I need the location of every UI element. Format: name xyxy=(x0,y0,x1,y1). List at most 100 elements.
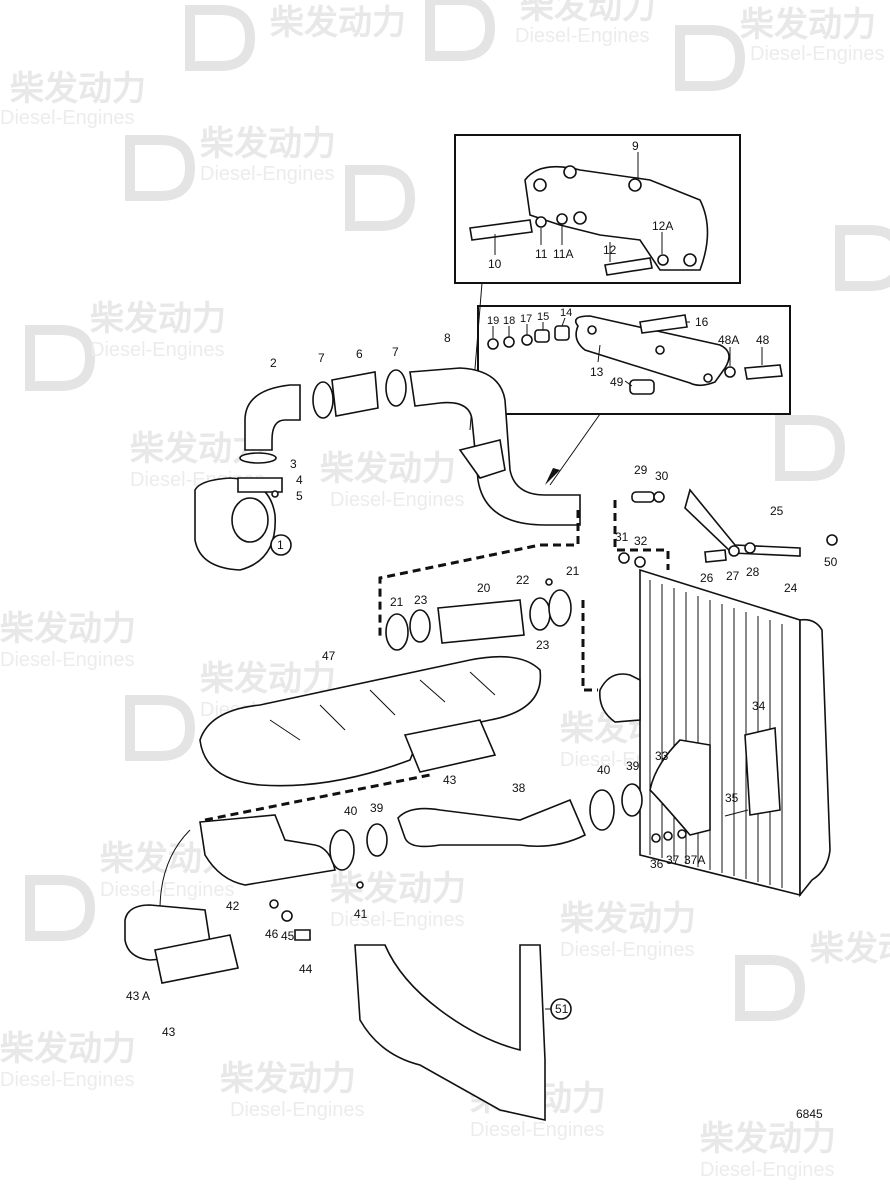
callout-49: 49 xyxy=(610,375,624,389)
watermark-text-cn: 柴发动力 xyxy=(330,869,466,909)
bracket-hole xyxy=(683,253,697,267)
reference-circle-1 xyxy=(270,534,292,556)
nut-19-shape xyxy=(487,338,499,350)
strap-hole xyxy=(587,325,597,335)
callout-30: 30 xyxy=(655,469,669,483)
callout-22: 22 xyxy=(516,573,530,587)
watermark-text-en: Diesel-Engines xyxy=(230,1099,365,1121)
callout-2: 2 xyxy=(270,356,277,370)
callout-51: 51 xyxy=(555,1002,569,1016)
upper-pipe-group xyxy=(312,367,581,526)
washer-48a-shape xyxy=(724,366,736,378)
callout-28: 28 xyxy=(746,565,760,579)
callout-36: 36 xyxy=(650,857,664,871)
strap-13-shape xyxy=(574,315,730,387)
callout-11a: 11A xyxy=(553,247,573,261)
watermark-text-cn: 柴发动力 xyxy=(130,429,266,469)
watermark-logo xyxy=(675,25,746,91)
callout-40: 40 xyxy=(597,763,611,777)
callout-43: 43 xyxy=(162,1025,176,1039)
bolt-26 xyxy=(704,549,727,563)
clamp-4 xyxy=(237,477,283,493)
callout-29: 29 xyxy=(634,463,648,477)
bracket-hole xyxy=(573,211,587,225)
callout-50: 50 xyxy=(824,555,838,569)
bolt-44 xyxy=(294,929,311,941)
hose-20 xyxy=(437,599,525,644)
o-ring-7 xyxy=(385,369,407,407)
watermark-text-en: Diesel-Engines xyxy=(330,909,465,931)
callout-26: 26 xyxy=(700,571,714,585)
watermark-text-cn: 柴发动力 xyxy=(520,0,656,27)
watermark-text-en: Diesel-Engines xyxy=(700,1159,835,1181)
callout-11: 11 xyxy=(535,247,548,261)
drawing-number: 6845 xyxy=(796,1107,823,1121)
callout-48a: 48A xyxy=(718,333,739,347)
washer-37 xyxy=(663,831,673,841)
stud-35 xyxy=(724,809,749,817)
watermark-text-cn: 柴发动力 xyxy=(200,659,336,699)
callout-43: 43 xyxy=(443,773,457,787)
callout-labels: 9 10 11 11A 12 12A 19 18 17 15 14 16 13 … xyxy=(126,139,838,1121)
hose-38 xyxy=(397,798,587,848)
watermark-text-en: Diesel-Engines xyxy=(90,339,225,361)
washer-18-shape xyxy=(503,336,515,348)
fan-shroud-51 xyxy=(354,944,546,1121)
watermark-text-en: Diesel-Engines xyxy=(515,25,650,47)
o-ring-23 xyxy=(409,609,431,643)
watermark-text-en: Diesel-Engines xyxy=(200,163,335,185)
screw-22 xyxy=(545,578,553,586)
watermark-text-cn: 柴发动力 xyxy=(270,3,406,43)
manifold-47-group xyxy=(199,655,542,787)
turbo-elbow-group xyxy=(194,384,301,571)
watermark-text-en: Diesel-Engines xyxy=(750,43,885,65)
bolt-12-shape xyxy=(604,257,653,276)
callout-23: 23 xyxy=(536,638,550,652)
intake-manifold-47 xyxy=(199,655,542,787)
watermark-logo xyxy=(835,225,890,291)
leader-line xyxy=(549,413,601,486)
watermark-text-cn: 柴发动力 xyxy=(740,5,876,45)
washer-17-shape xyxy=(521,334,533,346)
callout-18: 18 xyxy=(503,315,515,327)
watermark-logo xyxy=(25,875,96,941)
intercooler-tank xyxy=(799,618,831,898)
stay-rod-25 xyxy=(684,488,801,557)
washer-27 xyxy=(728,545,740,557)
callout-38: 38 xyxy=(512,781,526,795)
washer-12a-shape xyxy=(657,254,669,266)
callout-23: 23 xyxy=(414,593,428,607)
bolt-48-shape xyxy=(744,364,783,380)
callout-35: 35 xyxy=(725,791,739,805)
callout-41: 41 xyxy=(354,907,368,921)
watermark-text-cn: 柴发动力 xyxy=(810,929,890,969)
washer-28 xyxy=(744,542,756,554)
callout-7: 7 xyxy=(318,351,325,365)
watermark-logo: 柴发动力 xyxy=(185,3,406,71)
nut-46 xyxy=(269,899,279,909)
clamp-40 xyxy=(589,789,615,831)
callout-47: 47 xyxy=(322,649,336,663)
watermark-text-en: Diesel-Engines xyxy=(0,649,135,671)
watermark-text-cn: 柴发动力 xyxy=(0,609,136,649)
clamp-21 xyxy=(548,589,572,627)
detail-box-bracket xyxy=(454,134,741,284)
callout-37a: 37A xyxy=(684,853,705,867)
bolt-16-shape xyxy=(639,314,688,334)
washer-45 xyxy=(281,910,293,922)
bracket-hole xyxy=(533,178,547,192)
dashed-connection xyxy=(581,600,598,692)
callout-20: 20 xyxy=(477,581,491,595)
nut-36 xyxy=(651,833,661,843)
callout-13: 13 xyxy=(590,365,604,379)
watermark-text-cn: 柴发动力 xyxy=(560,899,696,939)
bracket-tab xyxy=(458,439,506,479)
callout-45: 45 xyxy=(281,929,295,943)
gasket-43 xyxy=(154,934,239,984)
intercooler-24-group xyxy=(598,488,838,898)
nut-50 xyxy=(826,534,838,546)
callout-48: 48 xyxy=(756,333,770,347)
washer-32 xyxy=(634,556,646,568)
hose-20-group xyxy=(385,578,572,651)
o-ring-23 xyxy=(529,597,551,631)
